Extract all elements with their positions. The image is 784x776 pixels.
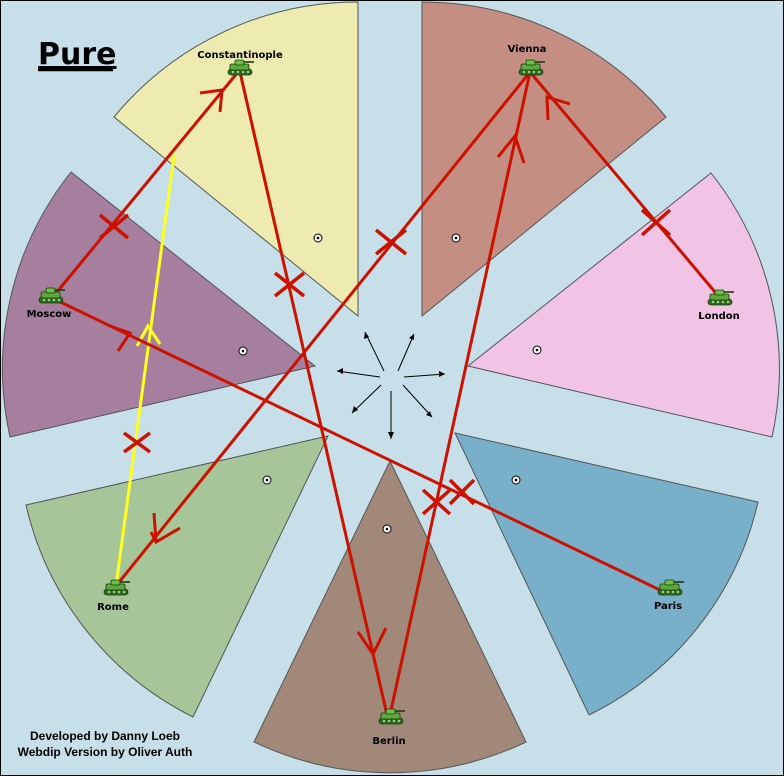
supply-center-paris xyxy=(511,475,521,485)
supply-center-berlin xyxy=(382,524,392,534)
label-rome: Rome xyxy=(97,602,129,613)
territory-paris[interactable] xyxy=(454,432,759,716)
label-constantinople: Constantinople xyxy=(197,50,283,61)
order-move-london xyxy=(528,71,722,299)
credit-developer: Developed by Danny Loeb xyxy=(30,729,180,743)
order-move-moscow xyxy=(50,71,240,299)
compass-arrows xyxy=(336,331,446,439)
order-move-vienna xyxy=(114,71,532,587)
failed-order-marker xyxy=(122,431,152,454)
label-moscow: Moscow xyxy=(27,309,72,320)
order-move-berlin xyxy=(388,71,532,716)
label-berlin: Berlin xyxy=(372,736,405,747)
territory-moscow[interactable] xyxy=(2,171,317,438)
territory-constantinople[interactable] xyxy=(113,1,359,318)
supply-center-london xyxy=(532,345,542,355)
credit-webdip: Webdip Version by Oliver Auth xyxy=(18,745,193,759)
territory-vienna[interactable] xyxy=(421,1,667,318)
territory-london[interactable] xyxy=(466,172,780,438)
supply-center-rome xyxy=(262,475,272,485)
label-paris: Paris xyxy=(654,601,682,612)
supply-center-vienna xyxy=(451,233,461,243)
label-london: London xyxy=(698,311,740,322)
supply-center-moscow xyxy=(238,346,248,356)
label-vienna: Vienna xyxy=(508,44,547,55)
territory-rome[interactable] xyxy=(25,435,329,718)
order-move-constantinople xyxy=(238,71,389,716)
supply-center-constantinople xyxy=(313,233,323,243)
territory-berlin[interactable] xyxy=(253,459,527,774)
order-move-paris xyxy=(51,296,661,592)
map-title: Pure xyxy=(38,37,117,72)
